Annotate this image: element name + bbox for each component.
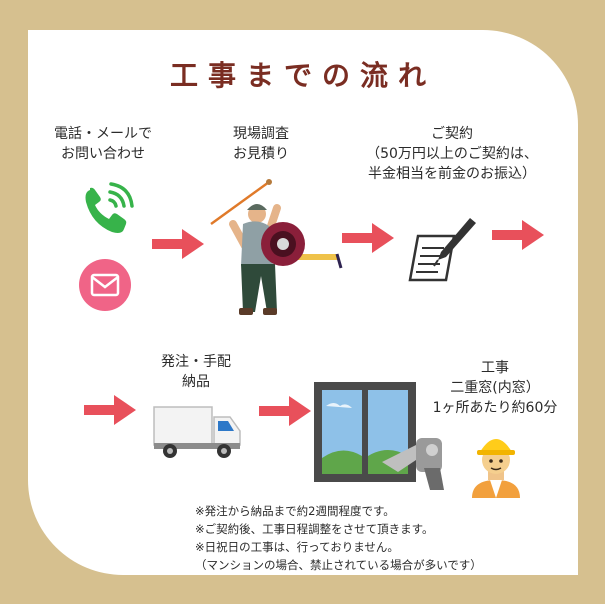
delivery-truck-icon (153, 406, 241, 458)
page-title: 工事までの流れ (169, 59, 436, 92)
step-construction-label: 工事 二重窓(内窓） 1ヶ所あたり約60分 (432, 360, 558, 416)
note-apartments: （マンションの場合、禁止されている場合が多いです） (195, 558, 482, 572)
window-drill-illustration (314, 382, 444, 490)
note-schedule: ※ご契約後、工事日程調整をさせて頂きます。 (195, 522, 434, 536)
step-contract-label: ご契約 （50万円以上のご契約は、 半金相当を前金のお振込） (366, 126, 538, 182)
step-contact-label: 電話・メールで お問い合わせ (54, 126, 152, 162)
step-survey-label: 現場調査 お見積り (233, 126, 289, 162)
note-holidays: ※日祝日の工事は、行っておりません。 (195, 540, 399, 554)
mail-icon (79, 259, 131, 311)
arrow-right-icon (342, 223, 394, 253)
step-order-label: 発注・手配 納品 (161, 354, 231, 390)
contract-pen-icon (408, 218, 476, 282)
arrow-right-icon (259, 396, 311, 426)
worker-emoji-icon (472, 439, 520, 498)
arrow-right-icon (84, 395, 136, 425)
surveyor-illustration (210, 179, 343, 315)
phone-icon (85, 182, 134, 233)
arrow-right-icon (492, 220, 544, 250)
arrow-right-icon (152, 229, 204, 259)
note-delivery: ※発注から納品まで約2週間程度です。 (195, 504, 395, 518)
